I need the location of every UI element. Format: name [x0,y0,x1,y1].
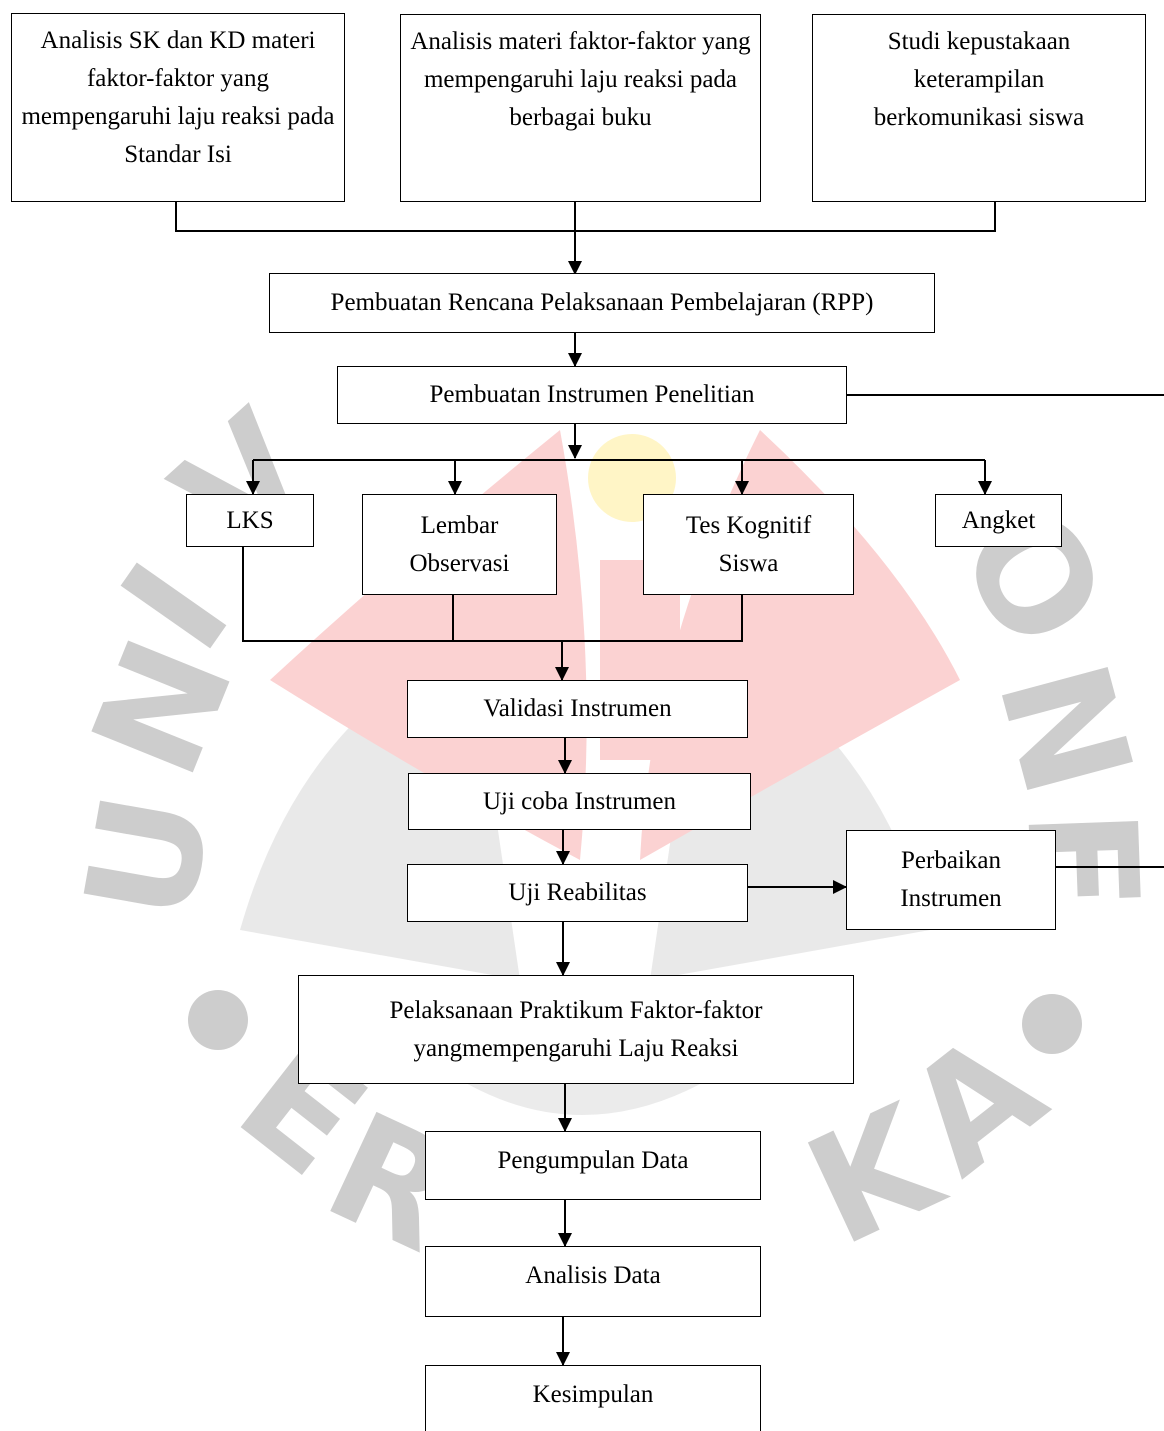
box-lks: LKS [186,494,314,547]
box-lembar-observasi: Lembar Observasi [362,494,557,595]
box-uji-reabilitas: Uji Reabilitas [407,864,748,922]
box-angket: Angket [935,494,1062,547]
box-studi-kepustakaan: Studi kepustakaan keterampilan berkomuni… [812,14,1146,202]
box-kesimpulan: Kesimpulan [425,1365,761,1431]
box-tes-kognitif: Tes Kognitif Siswa [643,494,854,595]
box-analisis-materi: Analisis materi faktor-faktor yang mempe… [400,14,761,202]
box-validasi-instrumen: Validasi Instrumen [407,680,748,738]
box-pembuatan-rpp: Pembuatan Rencana Pelaksanaan Pembelajar… [269,273,935,333]
box-analisis-data: Analisis Data [425,1246,761,1317]
svg-text:U: U [53,782,246,932]
box-uji-coba-instrumen: Uji coba Instrumen [408,773,751,830]
box-perbaikan-instrumen: Perbaikan Instrumen [846,830,1056,930]
watermark-dot-left [188,990,248,1050]
box-pelaksanaan-praktikum: Pelaksanaan Praktikum Faktor-faktor yang… [298,975,854,1084]
box-analisis-sk-kd: Analisis SK dan KD materi faktor-faktor … [11,13,345,202]
watermark-dot-right [1022,994,1082,1054]
connector-merge-validasi [242,547,743,642]
connector-top-merge [175,202,996,232]
box-pembuatan-instrumen: Pembuatan Instrumen Penelitian [337,366,847,424]
box-pengumpulan-data: Pengumpulan Data [425,1131,761,1200]
